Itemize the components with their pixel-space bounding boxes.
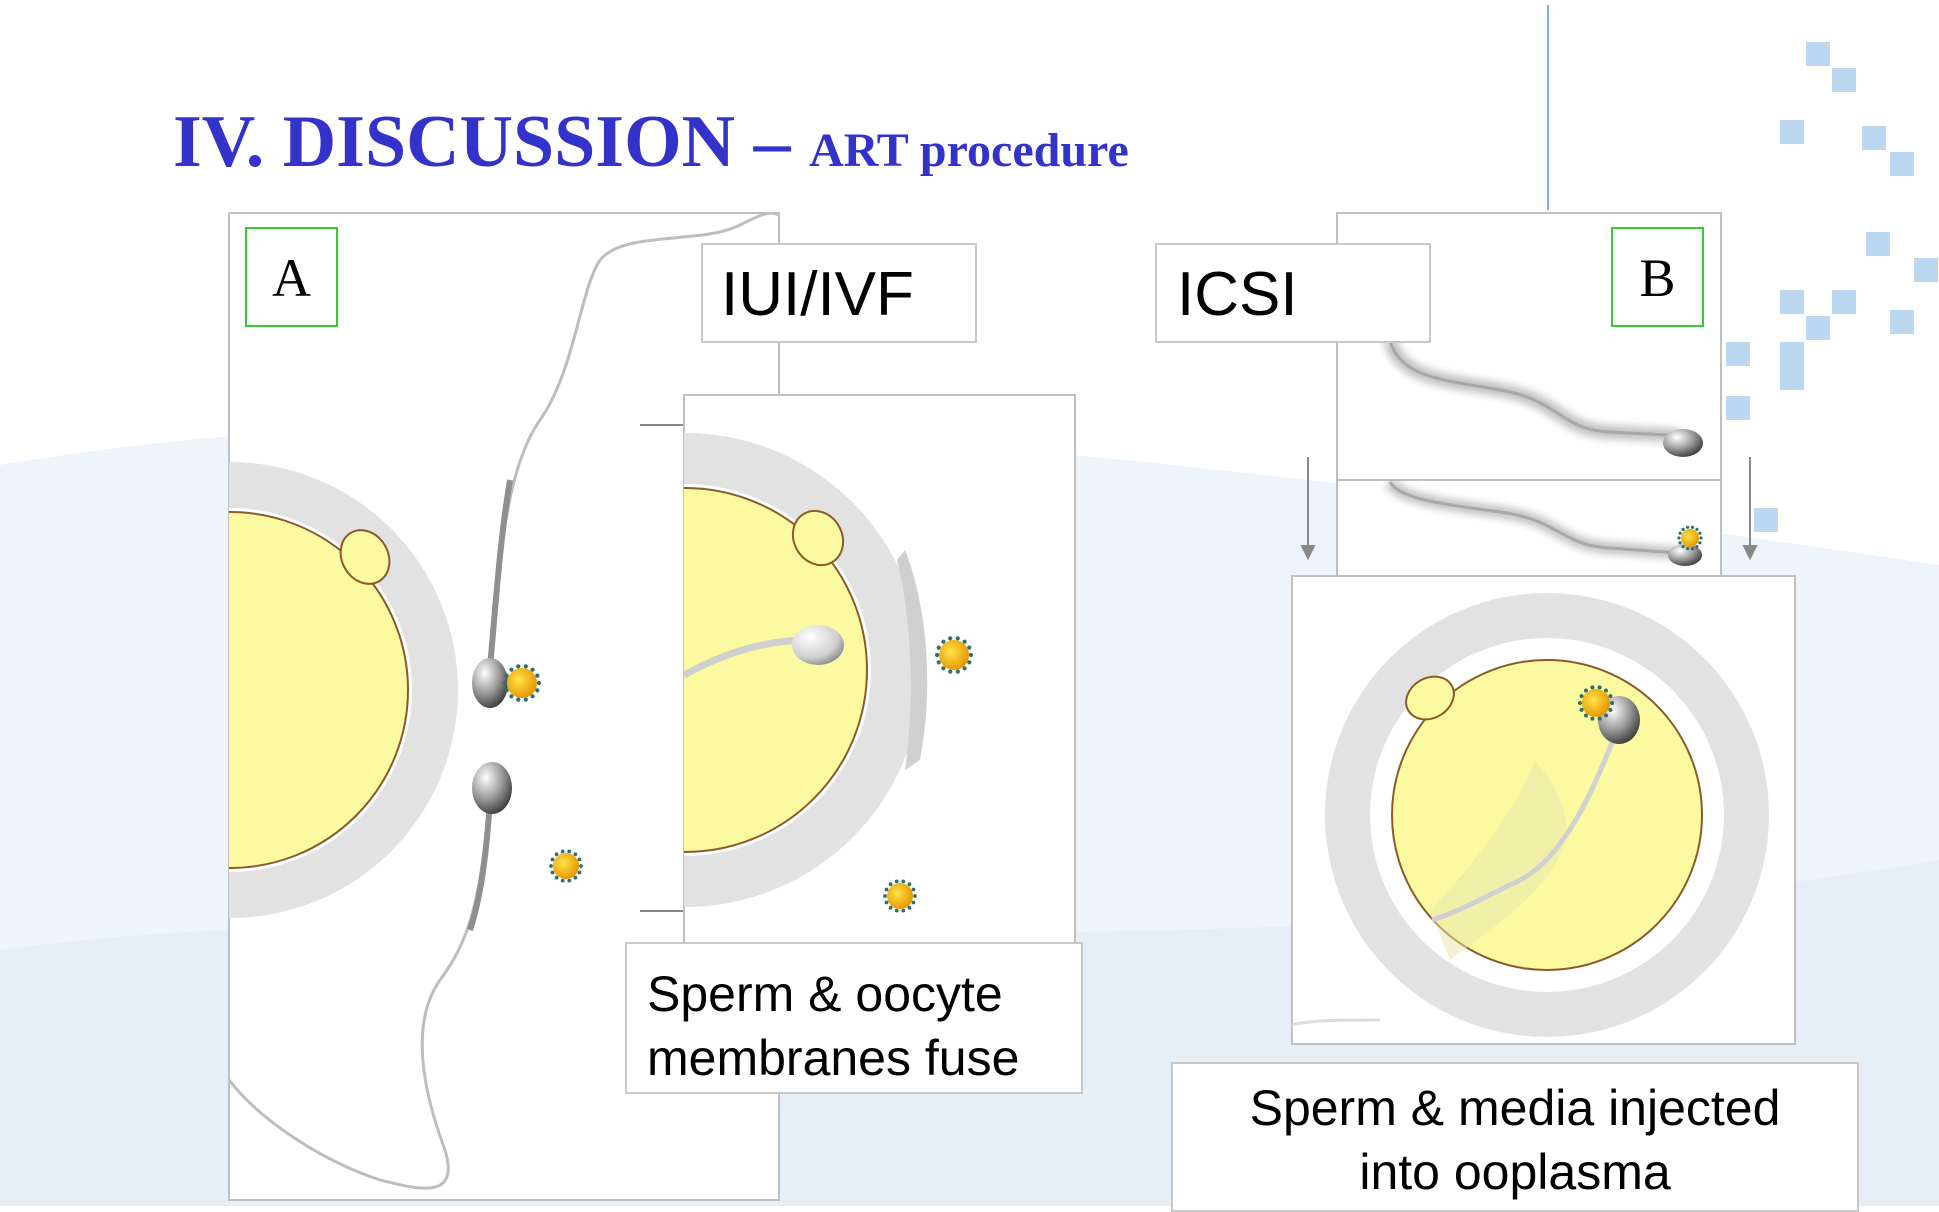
sperm-head-fused-a2 [792, 625, 844, 665]
panel-b-tag: B [1611, 227, 1704, 327]
panel-b-caption-line1: Sperm & media injected [1173, 1076, 1857, 1140]
panel-b-caption: Sperm & media injected into ooplasma [1171, 1062, 1859, 1212]
panel-a-tag-text: A [272, 248, 311, 308]
panel-a-tag: A [245, 227, 338, 327]
icsi-label: ICSI [1177, 259, 1298, 331]
sperm-head-upper-a [472, 658, 508, 708]
panel-a-caption: Sperm & oocyte membranes fuse [625, 942, 1083, 1094]
panel-b-middle [1337, 480, 1721, 577]
iui-ivf-label-box: IUI/IVF [701, 243, 977, 343]
sperm-head-lower-a [472, 762, 512, 814]
panel-b-caption-line2: into ooplasma [1173, 1140, 1857, 1204]
icsi-label-box: ICSI [1155, 243, 1431, 343]
panel-b-tag-text: B [1639, 248, 1675, 308]
panel-a-caption-line1: Sperm & oocyte [647, 962, 1081, 1026]
panel-a-caption-line2: membranes fuse [647, 1026, 1081, 1090]
iui-ivf-label: IUI/IVF [721, 259, 914, 331]
sperm-head-b1 [1663, 429, 1703, 457]
panel-b-bottom [1292, 576, 1795, 1044]
